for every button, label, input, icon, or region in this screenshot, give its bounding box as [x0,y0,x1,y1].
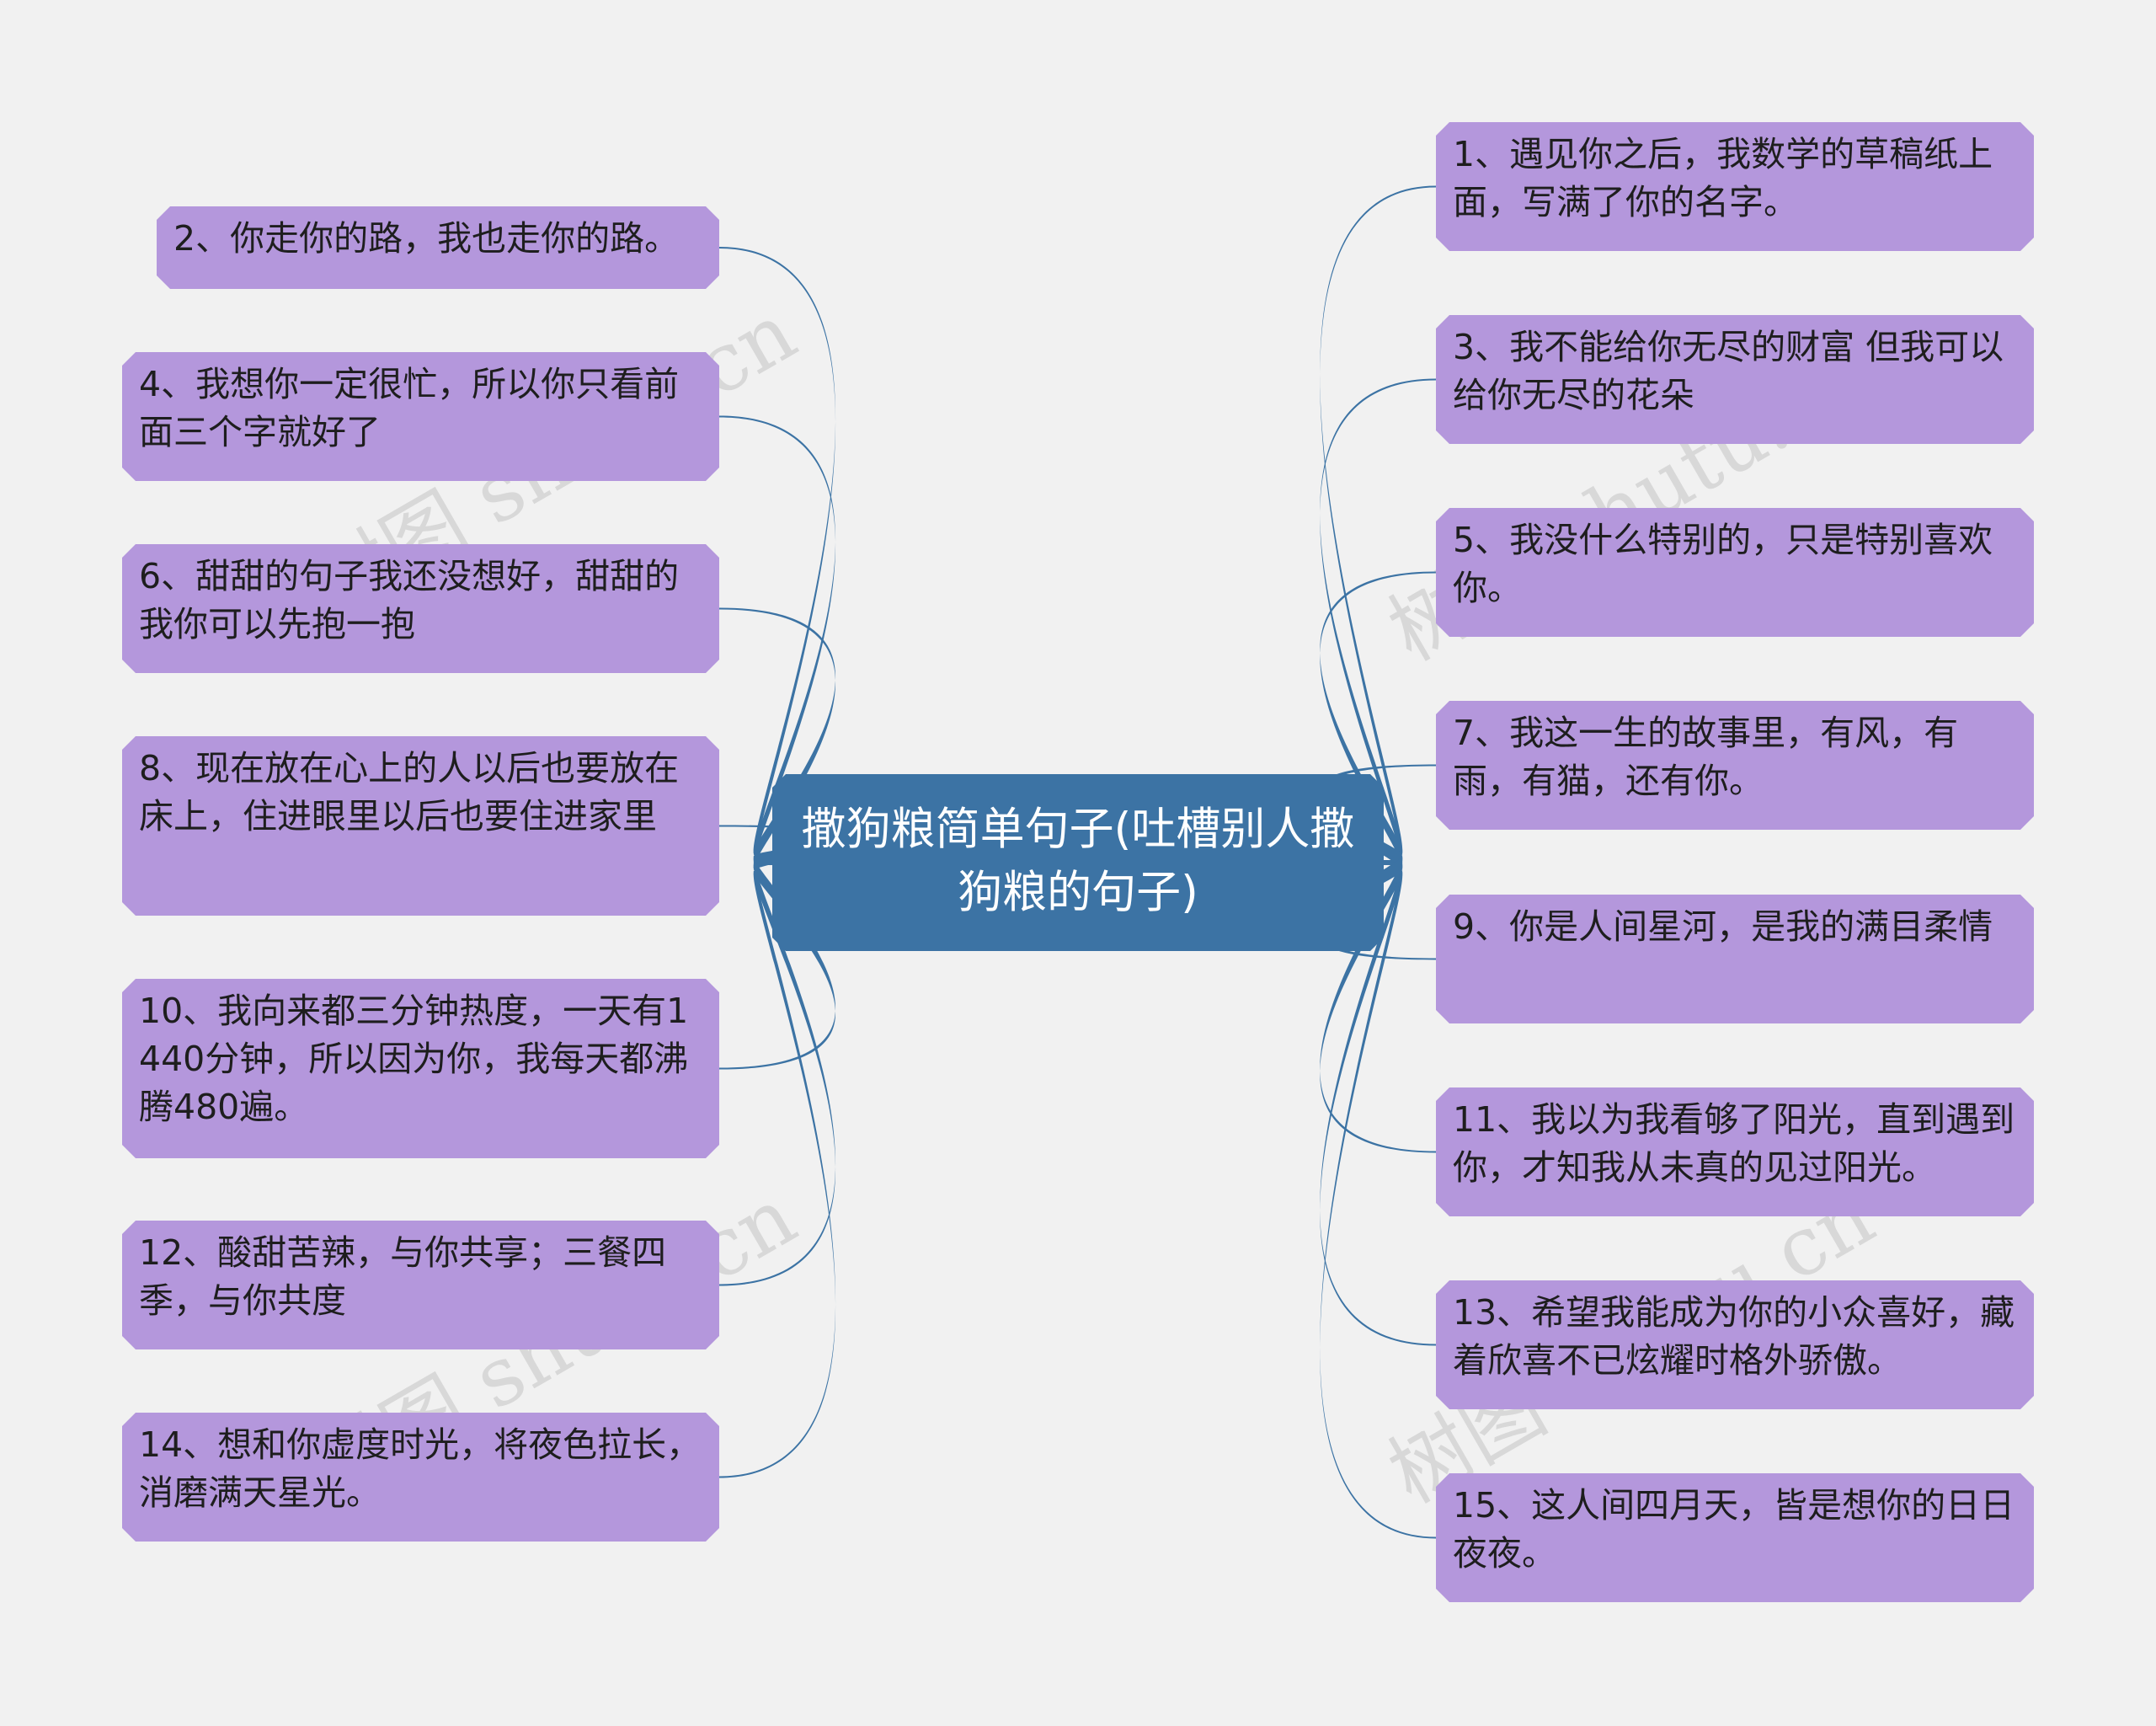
branch-node-15[interactable]: 15、这人间四月天，皆是想你的日日夜夜。 [1436,1473,2034,1602]
branch-node-3[interactable]: 3、我不能给你无尽的财富 但我可以给你无尽的花朵 [1436,315,2034,444]
branch-node-1[interactable]: 1、遇见你之后，我数学的草稿纸上面，写满了你的名字。 [1436,122,2034,251]
branch-node-11[interactable]: 11、我以为我看够了阳光，直到遇到你，才知我从未真的见过阳光。 [1436,1087,2034,1216]
branch-node-9[interactable]: 9、你是人间星河，是我的满目柔情 [1436,895,2034,1023]
branch-node-2[interactable]: 2、你走你的路，我也走你的路。 [157,206,719,289]
branch-node-13[interactable]: 13、希望我能成为你的小众喜好，藏着欣喜不已炫耀时格外骄傲。 [1436,1280,2034,1409]
branch-node-10[interactable]: 10、我向来都三分钟热度，一天有1440分钟，所以因为你，我每天都沸腾480遍。 [122,979,719,1158]
branch-node-12[interactable]: 12、酸甜苦辣，与你共享；三餐四季，与你共度 [122,1221,719,1349]
branch-node-5[interactable]: 5、我没什么特别的，只是特别喜欢你。 [1436,508,2034,637]
branch-node-8[interactable]: 8、现在放在心上的人以后也要放在床上，住进眼里以后也要住进家里 [122,736,719,916]
central-topic[interactable]: 撒狗粮简单句子(吐槽别人撒狗粮的句子) [772,774,1384,951]
branch-node-7[interactable]: 7、我这一生的故事里，有风，有雨，有猫，还有你。 [1436,701,2034,830]
connector-line [1320,185,1436,870]
branch-node-4[interactable]: 4、我想你一定很忙，所以你只看前面三个字就好了 [122,352,719,481]
branch-node-14[interactable]: 14、想和你虚度时光，将夜色拉长，消磨满天星光。 [122,1413,719,1542]
branch-node-6[interactable]: 6、甜甜的句子我还没想好，甜甜的我你可以先抱一抱 [122,544,719,673]
